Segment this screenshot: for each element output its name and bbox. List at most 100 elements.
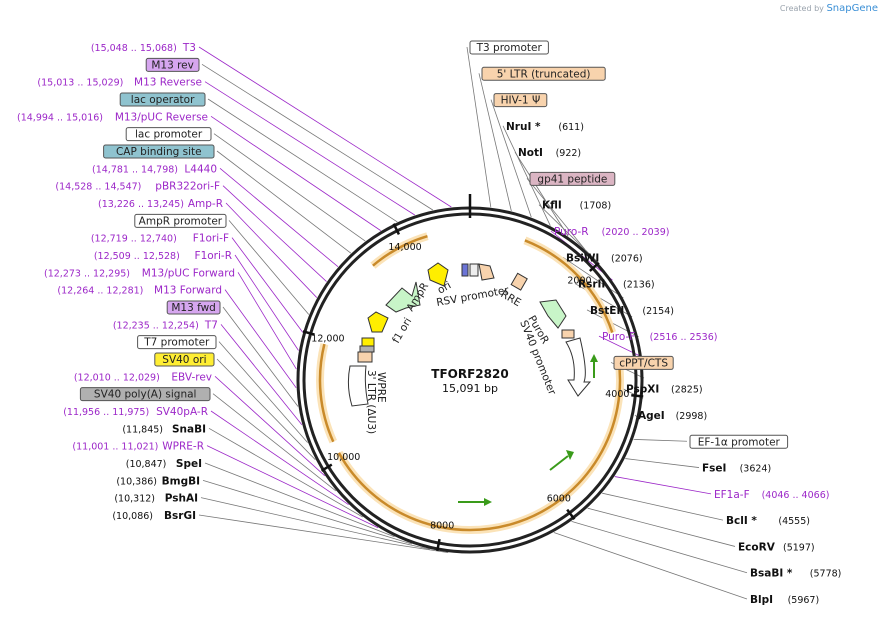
leader-line xyxy=(490,99,532,218)
tick-label: 8000 xyxy=(430,520,454,531)
feature-label-box xyxy=(119,92,206,107)
insert-arc xyxy=(337,356,622,532)
leader-line xyxy=(225,202,318,298)
feature-label: 5' LTR (truncated) xyxy=(497,68,591,80)
enzyme-label: PspXI xyxy=(626,384,659,396)
leader-line xyxy=(204,81,415,216)
enzyme-label: BclI * xyxy=(726,515,757,527)
leader-line xyxy=(602,492,724,521)
ltr-box xyxy=(357,351,373,363)
enzyme-label: SpeI xyxy=(176,458,202,470)
enzyme-position: (5197) xyxy=(783,542,815,553)
enzyme-label: RsrII xyxy=(578,279,605,291)
feature-label-box xyxy=(166,300,221,315)
primer-label: Puro-R xyxy=(554,226,589,238)
leader-lines xyxy=(198,46,748,600)
feature-label-box xyxy=(481,66,606,81)
primer-label: WPRE-R xyxy=(162,441,204,453)
insert-green-arrows xyxy=(458,354,598,506)
ori-arrow xyxy=(427,262,449,287)
tick-label: 6000 xyxy=(547,493,571,504)
primer-position: (2516 .. 2536) xyxy=(650,332,718,343)
leader-line xyxy=(224,289,297,389)
leader-line xyxy=(222,185,327,282)
leader-line xyxy=(526,178,586,250)
enzyme-label: BsaBI * xyxy=(750,568,793,580)
feature-label-box xyxy=(79,387,211,402)
wpre-arc xyxy=(347,365,369,407)
insert-arrow-2-head xyxy=(566,450,574,460)
cppt-box xyxy=(561,329,575,339)
insert-arc xyxy=(524,239,614,333)
leader-line xyxy=(466,46,492,208)
enzyme-position: (10,086) xyxy=(112,511,153,522)
primer-label: M13 Reverse xyxy=(134,77,202,89)
enzyme-position: (611) xyxy=(558,122,584,133)
leader-line xyxy=(231,237,304,333)
primer-position: (11,956 .. 11,975) xyxy=(63,407,149,418)
feature-label: T7 promoter xyxy=(143,337,210,349)
leader-line xyxy=(514,151,569,237)
leader-line xyxy=(614,476,712,495)
feature-label: HIV-1 Ψ xyxy=(501,95,541,107)
leader-line xyxy=(571,520,748,574)
lac-box xyxy=(461,263,469,277)
leader-line xyxy=(587,507,736,547)
enzyme-position: (5967) xyxy=(788,595,820,606)
leader-line xyxy=(202,479,412,545)
tick-mark xyxy=(302,330,315,336)
primer-position: (12,264 .. 12,281) xyxy=(57,286,143,297)
leader-line xyxy=(210,410,349,506)
leader-line xyxy=(625,458,700,468)
primer-position: (12,273 .. 12,295) xyxy=(44,268,130,279)
enzyme-position: (2136) xyxy=(623,280,655,291)
feature-label: lac operator xyxy=(131,94,195,106)
leader-line xyxy=(206,445,379,529)
sv40-polya-box xyxy=(359,345,375,353)
primer-label: F1ori-R xyxy=(195,250,232,262)
leader-line xyxy=(207,98,398,223)
feature-label-box xyxy=(689,434,789,449)
enzyme-position: (2825) xyxy=(671,385,703,396)
feature-label-box xyxy=(137,335,217,350)
primer-position: (12,719 .. 12,740) xyxy=(91,234,177,245)
feature-label-box xyxy=(154,352,215,367)
leader-line xyxy=(553,532,748,600)
credit-text: Created by xyxy=(779,4,824,13)
leader-line xyxy=(220,324,303,426)
feature-label: CAP binding site xyxy=(116,146,202,158)
primer-position: (12,235 .. 12,254) xyxy=(113,320,199,331)
tick-label: 2000 xyxy=(567,275,591,286)
feature-label: cPPT/CTS xyxy=(619,357,668,369)
leader-line xyxy=(478,73,512,212)
credit: Created by SnapGene xyxy=(780,3,878,14)
primer-label: T7 xyxy=(204,319,218,331)
feature-label: gp41 peptide xyxy=(537,173,607,185)
primer-label: M13 Forward xyxy=(154,285,222,297)
feature-label: EF-1α promoter xyxy=(698,436,781,448)
leader-line xyxy=(216,150,352,254)
enzyme-position: (11,845) xyxy=(122,424,163,435)
enzyme-label: NotI xyxy=(518,147,543,159)
enzyme-position: (2998) xyxy=(676,411,708,422)
primer-label: M13/pUC Reverse xyxy=(115,111,208,123)
enzyme-label: BstEII xyxy=(590,305,624,317)
enzyme-position: (10,312) xyxy=(114,494,155,505)
feature-arrows xyxy=(347,262,592,407)
leader-line xyxy=(201,63,434,211)
feature-label: M13 fwd xyxy=(171,302,216,314)
feature-label: SV40 poly(A) signal xyxy=(94,389,197,401)
enzyme-position: (4555) xyxy=(778,516,810,527)
primer-position: (11,001 .. 11,021) xyxy=(72,442,158,453)
tick-mark xyxy=(392,223,401,235)
tick-mark xyxy=(566,508,576,520)
enzyme-label: BlpI xyxy=(750,594,773,606)
tick-label: 10,000 xyxy=(327,452,360,463)
tick-label: 12,000 xyxy=(311,334,344,345)
primer-label: L4440 xyxy=(184,163,217,175)
ampr-arrow xyxy=(385,281,421,313)
leader-line xyxy=(633,439,688,442)
